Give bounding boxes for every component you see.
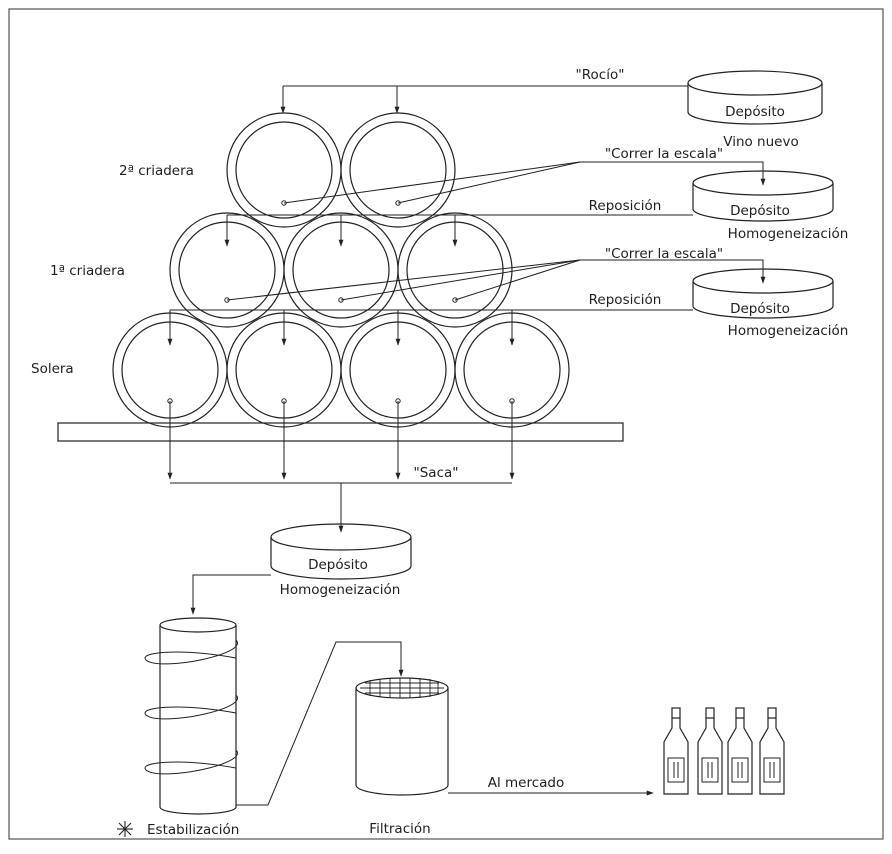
solera-barrels [112, 312, 570, 428]
bottle-3 [727, 707, 753, 795]
escala-upper-to-tank [580, 161, 766, 186]
escala-upper-line-a [283, 161, 581, 204]
label-primera-criadera: 1ª criadera [50, 263, 125, 279]
bottle-4 [759, 707, 785, 795]
bottle-1 [663, 707, 689, 795]
cooling-coil [144, 639, 238, 775]
wine-bottles [663, 707, 785, 795]
label-reposicion-lower: Reposición [589, 292, 662, 308]
barrel-criadera2-1 [226, 112, 342, 228]
label-deposito-top: Depósito [725, 104, 785, 120]
solera-base-plank [57, 422, 624, 442]
stabilizer-to-filter [236, 641, 404, 806]
barrel-criadera2-2 [340, 112, 456, 228]
escala-upper-line-b [397, 161, 581, 204]
label-al-mercado: Al mercado [488, 775, 565, 791]
label-filtracion: Filtración [369, 821, 430, 837]
label-homogeneizacion-bottom: Homogeneización [280, 582, 401, 598]
label-deposito-middle: Depósito [730, 301, 790, 317]
escala-lower-line-c [454, 259, 581, 301]
escala-lower-line-b [340, 259, 581, 301]
escala-lower-line-a [226, 259, 581, 301]
asterisk-icon [117, 821, 133, 837]
label-deposito-upper: Depósito [730, 203, 790, 219]
label-correr-escala-upper: "Correr la escala" [605, 146, 723, 162]
label-reposicion-upper: Reposición [589, 198, 662, 214]
tank-to-stabilizer [190, 574, 271, 615]
label-saca: "Saca" [414, 465, 459, 481]
segunda-criadera-barrels [226, 112, 456, 228]
stabilization-column [144, 617, 238, 815]
bottle-2 [697, 707, 723, 795]
diagram-frame [8, 8, 884, 840]
escala-lower-to-tank [580, 259, 766, 284]
filter-unit [355, 677, 449, 796]
label-estabilizacion: Estabilización [147, 822, 239, 838]
tank-homogeneizacion-bottom [270, 523, 412, 580]
label-homogeneizacion-upper: Homogeneización [728, 226, 849, 242]
label-deposito-bottom: Depósito [308, 557, 368, 573]
label-solera: Solera [31, 361, 74, 377]
label-segunda-criadera: 2ª criadera [119, 163, 194, 179]
tank-vino-nuevo [687, 70, 823, 125]
label-correr-escala-lower: "Correr la escala" [605, 246, 723, 262]
label-rocio: "Rocío" [576, 67, 625, 83]
label-homogeneizacion-middle: Homogeneización [728, 323, 849, 339]
label-vino-nuevo: Vino nuevo [723, 134, 798, 150]
